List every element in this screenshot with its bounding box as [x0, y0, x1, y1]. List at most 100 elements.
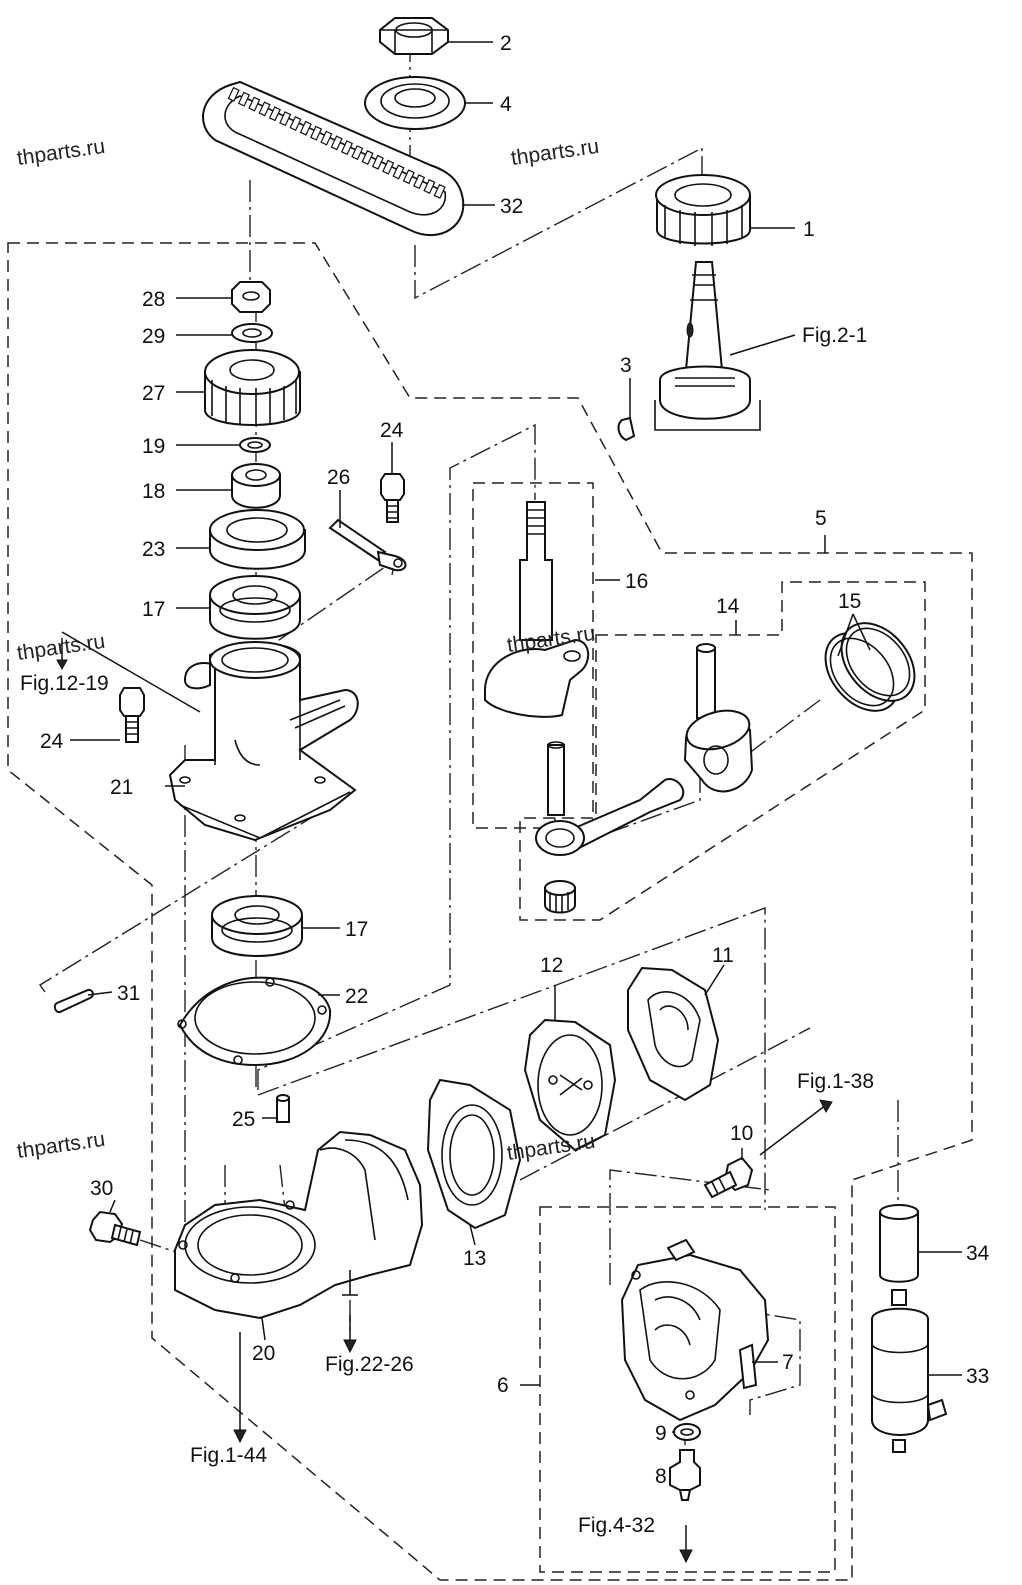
dowel-pin-part-25 — [276, 1094, 290, 1123]
crankshaft-part-16 — [484, 501, 590, 816]
oil-seal-part-23 — [209, 509, 306, 570]
ref-fig-12-19: Fig.12-19 — [20, 672, 109, 695]
label-part-13: 13 — [463, 1247, 486, 1270]
belt-tooth — [340, 140, 354, 156]
label-part-26: 26 — [327, 466, 350, 489]
belt-tooth — [371, 154, 384, 170]
belt-tooth — [258, 101, 271, 117]
label-part-9: 9 — [655, 1422, 667, 1445]
subassembly-box-6 — [539, 1206, 836, 1573]
label-part-17-top: 17 — [142, 598, 165, 621]
label-part-32: 32 — [500, 195, 523, 218]
label-part-16: 16 — [625, 570, 648, 593]
reference-arrows — [56, 659, 833, 1564]
valve-plate-part-12 — [523, 1018, 617, 1152]
label-part-1: 1 — [803, 218, 815, 241]
nut-part-2 — [379, 17, 449, 55]
label-part-29: 29 — [142, 325, 165, 348]
assembly-boundary-5 — [7, 242, 973, 1581]
label-part-23: 23 — [142, 538, 165, 561]
label-part-7: 7 — [782, 1351, 794, 1374]
subassembly-box-14 — [519, 581, 926, 921]
label-part-14: 14 — [716, 595, 740, 618]
label-part-25: 25 — [232, 1108, 255, 1131]
fuel-filter-part-33 — [871, 1289, 948, 1453]
belt-tooth — [433, 183, 446, 199]
bolt-part-30 — [88, 1210, 142, 1247]
belt-tooth — [392, 164, 405, 180]
label-part-24-top: 24 — [380, 419, 404, 442]
watermark: thparts.ru — [509, 135, 600, 170]
label-part-22: 22 — [345, 985, 368, 1008]
bolt-part-10 — [703, 1156, 754, 1199]
gasket-part-13 — [426, 1078, 522, 1230]
label-part-6: 6 — [497, 1374, 509, 1397]
belt-tooth — [279, 111, 292, 127]
label-part-27: 27 — [142, 382, 165, 405]
watermark: thparts.ru — [505, 1130, 596, 1165]
pump-part-6 — [620, 1238, 770, 1422]
belt-tooth — [351, 145, 364, 161]
belt-tooth — [248, 96, 261, 112]
label-part-28: 28 — [142, 288, 165, 311]
label-part-30: 30 — [90, 1177, 113, 1200]
belt-teeth — [227, 86, 446, 199]
belt-tooth — [320, 130, 333, 146]
label-part-8: 8 — [655, 1465, 667, 1488]
belt-tooth — [299, 120, 312, 136]
washer-part-4 — [364, 76, 466, 130]
collar-part-18 — [231, 463, 281, 509]
cylinder-part-20 — [174, 1130, 424, 1320]
belt-tooth — [413, 174, 426, 190]
label-part-3: 3 — [620, 354, 632, 377]
nut-part-28 — [231, 281, 271, 313]
pulley-part-1 — [655, 174, 751, 246]
belt-tooth — [330, 135, 343, 151]
pin-part-31 — [53, 988, 94, 1014]
label-part-19: 19 — [142, 435, 165, 458]
piston-rings-part-15 — [824, 622, 916, 712]
sprocket-part-27 — [204, 349, 301, 426]
needle-bearing — [544, 880, 576, 914]
label-part-15: 15 — [838, 590, 861, 613]
gasket-part-22 — [177, 976, 332, 1067]
bolt-part-24-left — [119, 687, 145, 743]
watermark: thparts.ru — [15, 1128, 106, 1163]
belt-tooth — [310, 125, 323, 141]
belt-tooth — [268, 106, 281, 122]
label-part-20: 20 — [252, 1342, 275, 1365]
belt-tooth — [382, 159, 395, 175]
label-part-11: 11 — [712, 944, 734, 967]
sleeve-part-34 — [879, 1204, 919, 1283]
belt-tooth — [402, 169, 415, 185]
belt-tooth — [361, 149, 374, 165]
fitting-part-8 — [669, 1449, 701, 1501]
belt-tooth — [289, 115, 302, 131]
washer-part-9 — [673, 1423, 701, 1441]
label-part-12: 12 — [540, 954, 563, 977]
washer-part-19 — [239, 437, 271, 453]
label-part-18: 18 — [142, 480, 165, 503]
piston-pin — [696, 643, 716, 719]
label-part-10: 10 — [730, 1122, 753, 1145]
ref-fig-4-32: Fig.4-32 — [578, 1514, 655, 1537]
crankshaft-end-fig-2-1 — [654, 261, 761, 431]
label-part-34: 34 — [966, 1242, 990, 1265]
piston-rod-part-14 — [535, 709, 754, 856]
bolt-part-24-top — [380, 473, 405, 523]
label-part-31: 31 — [117, 982, 140, 1005]
leader-lines — [61, 41, 962, 1433]
alignment-lines — [38, 40, 899, 1445]
part-labels: 2 4 32 1 3 28 29 27 19 18 23 17 24 26 24… — [40, 32, 990, 1488]
label-part-5: 5 — [815, 507, 827, 530]
gasket-part-11 — [627, 966, 720, 1102]
housing-part-21 — [168, 641, 359, 842]
woodruff-key-part-3 — [617, 416, 636, 442]
bearing-part-17-bottom — [211, 895, 303, 957]
label-part-21: 21 — [110, 776, 133, 799]
ref-fig-22-26: Fig.22-26 — [325, 1353, 414, 1376]
label-part-4: 4 — [500, 93, 512, 116]
timing-belt-part-32 — [202, 80, 465, 236]
label-part-33: 33 — [966, 1365, 989, 1388]
watermark: thparts.ru — [15, 135, 106, 170]
